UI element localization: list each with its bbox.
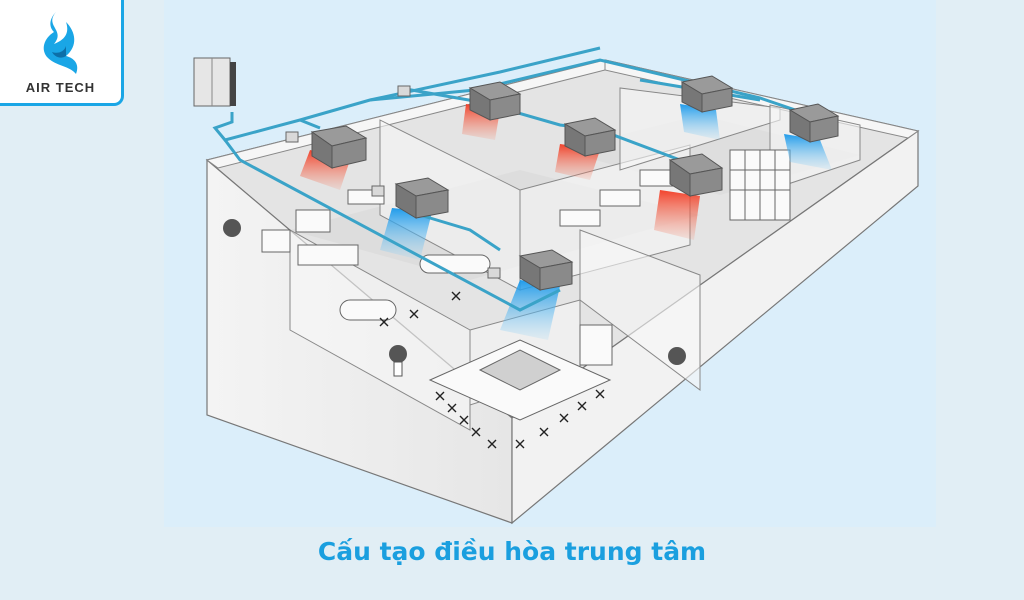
indoor-units [310, 75, 840, 291]
indoor-unit [680, 75, 734, 113]
flame-drop-icon [43, 12, 78, 74]
caption-title: Cấu tạo điều hòa trung tâm [317, 537, 707, 566]
chairs [379, 291, 605, 449]
office-floorplan-drawing [193, 46, 920, 525]
indoor-unit [563, 117, 617, 157]
indoor-unit [788, 103, 840, 143]
cool-airflow [380, 104, 832, 340]
outdoor-unit [193, 57, 236, 107]
plants [223, 219, 686, 377]
indoor-unit [468, 81, 522, 121]
indoor-unit [668, 153, 724, 197]
right-wall [511, 129, 919, 525]
branch-boxes [285, 85, 501, 279]
hvac-illustration [164, 0, 936, 527]
brand-name: AIR TECH [25, 80, 96, 95]
indoor-unit [518, 249, 574, 291]
indoor-unit [310, 125, 368, 169]
indoor-unit [394, 177, 450, 219]
refrigerant-piping [212, 46, 811, 312]
brand-logo-card[interactable]: AIR TECH [0, 0, 124, 106]
